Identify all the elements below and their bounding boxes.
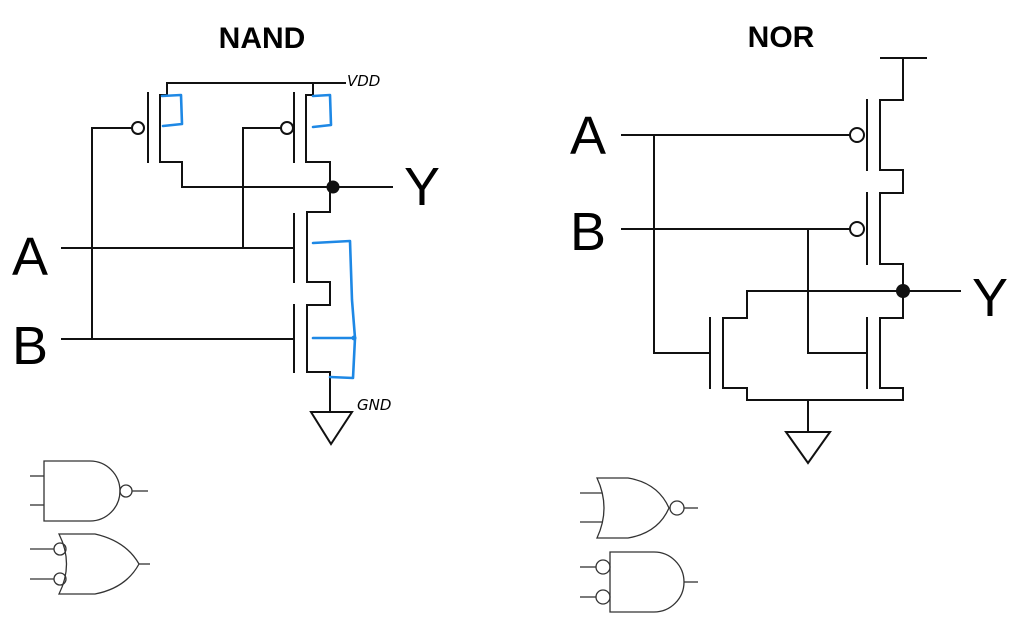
nand-output-label: Y <box>404 157 440 217</box>
nand-circuit: NAND VDD Y <box>12 22 440 595</box>
nand-demorgan-symbol <box>30 533 150 595</box>
nor-nmos-b <box>866 317 904 401</box>
nor-title: NOR <box>748 21 815 54</box>
nor-nmos-a <box>709 290 748 401</box>
nand-pmos-b <box>242 82 331 188</box>
nand-gnd-label: GND <box>357 396 391 414</box>
nand-output-node <box>326 180 340 194</box>
nand-nmos-b <box>293 304 331 413</box>
nor-ground-symbol <box>784 431 832 465</box>
nor-output-node <box>896 284 910 298</box>
nor-output-label: Y <box>972 268 1008 328</box>
nand-blue-annotations <box>160 93 357 380</box>
nor-demorgan-symbol <box>580 551 698 613</box>
nor-gate-symbol <box>580 477 698 539</box>
nand-nmos-a <box>293 186 331 306</box>
nand-vdd-label: VDD <box>347 72 380 90</box>
nand-input-a-label: A <box>12 227 48 287</box>
nand-gate-symbol <box>30 460 148 522</box>
nand-input-b-label: B <box>12 316 48 376</box>
nand-pmos-a <box>91 82 183 188</box>
nor-input-a-label: A <box>570 106 606 166</box>
nor-pmos-a <box>849 99 904 194</box>
nor-circuit: NOR Y <box>570 21 1008 613</box>
nand-ground-symbol <box>309 411 354 446</box>
nor-pmos-b <box>849 192 904 319</box>
nand-title: NAND <box>219 22 306 55</box>
nor-input-b-label: B <box>570 202 606 262</box>
